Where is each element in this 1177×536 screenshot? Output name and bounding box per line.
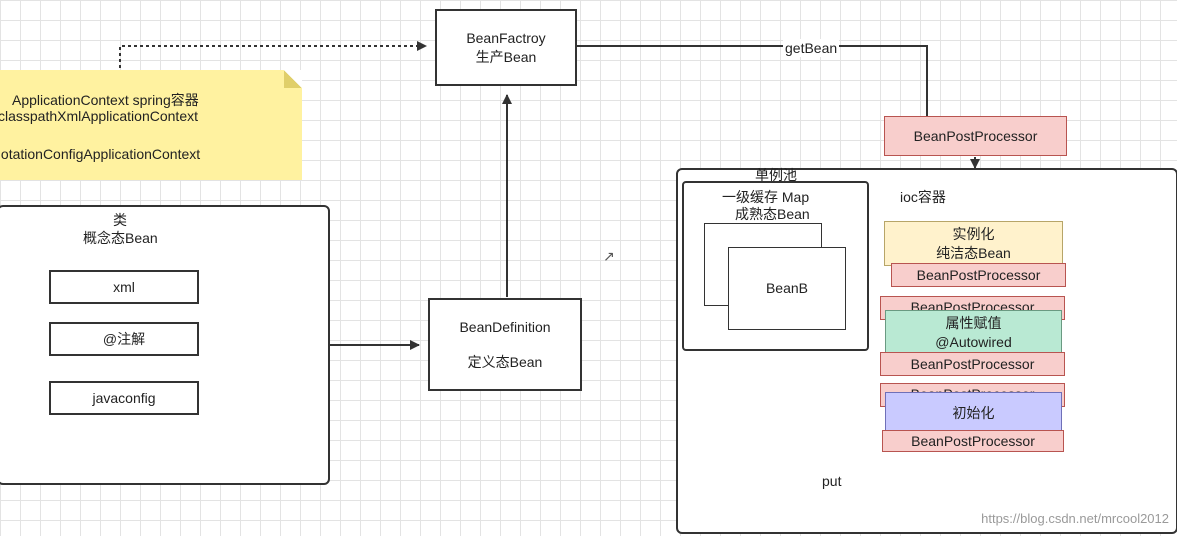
- note-line-1: ApplicationContext spring容器: [12, 92, 199, 108]
- dotted-connector-note-to-factory: [119, 41, 427, 68]
- bpp-after-populate: BeanPostProcessor: [880, 352, 1065, 376]
- bpp-after-initialize: BeanPostProcessor: [882, 430, 1064, 452]
- populate-box: 属性赋值 @Autowired: [885, 310, 1062, 355]
- bean-factory-subtitle: 生产Bean: [475, 48, 537, 65]
- getbean-connector: [577, 45, 928, 116]
- initialize-box: 初始化: [885, 392, 1062, 434]
- getbean-label: getBean: [783, 39, 840, 57]
- instantiate-subtitle: 纯洁态Bean: [936, 244, 1011, 261]
- cache-label-line1: 一级缓存 Map: [722, 189, 810, 205]
- singleton-pool-box: 一级缓存 Map 成熟态Bean BeanB: [682, 181, 869, 351]
- singleton-pool-label: 单例池: [755, 167, 797, 183]
- cache-label-line2: 成熟态Bean: [735, 206, 810, 222]
- annotation-item: @注解: [49, 322, 199, 356]
- application-context-note: ApplicationContext spring容器 classpathXml…: [0, 70, 302, 180]
- watermark: https://blog.csdn.net/mrcool2012: [981, 511, 1169, 526]
- bean-definition-box: BeanDefinition 定义态Bean: [428, 298, 582, 391]
- class-panel-title: 类: [113, 212, 127, 228]
- bpp-after-instantiate: BeanPostProcessor: [891, 263, 1066, 287]
- class-panel-subtitle: 概念态Bean: [83, 230, 158, 246]
- xml-item: xml: [49, 270, 199, 304]
- instantiate-title: 实例化: [952, 225, 995, 242]
- instantiate-box: 实例化 纯洁态Bean: [884, 221, 1063, 266]
- bean-factory-title: BeanFactroy: [466, 29, 546, 46]
- bean-b-box: BeanB: [728, 247, 846, 330]
- javaconfig-item: javaconfig: [49, 381, 199, 415]
- note-line-2: classpathXmlApplicationContext: [0, 108, 198, 124]
- note-line-3: AnnotationConfigApplicationContext: [0, 146, 201, 162]
- put-label: put: [822, 473, 842, 489]
- bean-definition-title: BeanDefinition: [459, 318, 551, 335]
- ioc-container-label: ioc容器: [900, 189, 946, 205]
- top-bean-post-processor: BeanPostProcessor: [884, 116, 1067, 156]
- populate-subtitle: @Autowired: [935, 333, 1012, 350]
- populate-title: 属性赋值: [945, 314, 1002, 331]
- bean-factory-box: BeanFactroy 生产Bean: [435, 9, 577, 86]
- mouse-cursor-icon: ↗: [603, 248, 615, 264]
- note-fold-corner: [284, 70, 302, 88]
- class-panel: 类 概念态Bean xml @注解 javaconfig: [0, 205, 330, 485]
- bean-definition-subtitle: 定义态Bean: [467, 353, 543, 370]
